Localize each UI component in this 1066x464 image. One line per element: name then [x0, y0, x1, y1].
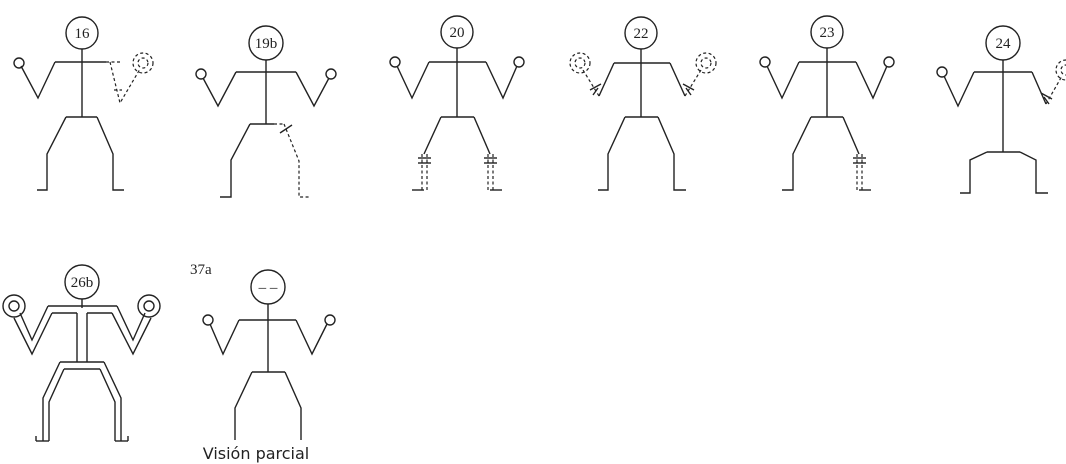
right-leg-dashed	[283, 123, 310, 198]
caption: Visión parcial	[203, 444, 310, 463]
right-hand-ring	[695, 52, 717, 74]
right-hand	[513, 56, 525, 68]
right-thigh	[842, 116, 860, 155]
right-hand-ring	[132, 52, 154, 74]
figure-label: 24	[996, 36, 1012, 52]
left-arm	[943, 71, 975, 108]
left-thigh	[423, 116, 442, 155]
left-leg	[42, 361, 61, 441]
left-hand	[195, 68, 207, 80]
right-forearm-dashed	[684, 69, 702, 97]
head-marks: – –	[258, 280, 278, 296]
figure-26b: 26b	[2, 264, 161, 442]
figure-20: 20	[389, 15, 525, 191]
left-hand	[936, 66, 948, 78]
right-hand	[143, 300, 155, 312]
right-arm	[116, 305, 146, 342]
figure-22: 22	[569, 16, 717, 191]
left-hand	[13, 57, 25, 69]
left-hand	[8, 300, 20, 312]
left-arm	[20, 61, 56, 100]
right-hand	[883, 56, 895, 68]
left-arm	[209, 319, 240, 356]
left-leg	[234, 371, 253, 440]
left-leg	[37, 116, 67, 191]
figure-label: 37a	[190, 262, 212, 278]
right-hand	[325, 68, 337, 80]
figure-24: 24	[936, 25, 1066, 194]
right-hand-ring	[1055, 59, 1066, 81]
right-forearm-dashed	[1045, 75, 1063, 105]
left-forearm-dashed	[582, 69, 600, 97]
left-upper-arm	[598, 62, 615, 97]
left-leg	[220, 123, 251, 198]
right-leg	[96, 116, 124, 191]
figure-label: 19b	[255, 36, 278, 52]
figure-label: 23	[820, 25, 835, 41]
right-hand	[700, 57, 712, 69]
figure-label: 16	[75, 26, 91, 42]
right-hand	[1060, 64, 1066, 76]
right-thigh	[473, 116, 491, 155]
left-hand	[759, 56, 771, 68]
right-upper-arm	[1031, 71, 1047, 105]
right-hand-ring	[137, 294, 161, 318]
left-arm	[19, 305, 49, 342]
figure-19b: 19b	[195, 25, 337, 198]
right-arm	[485, 61, 518, 100]
left-arm	[202, 71, 237, 108]
left-hand-ring	[2, 294, 26, 318]
left-hand	[202, 314, 214, 326]
right-arm	[295, 319, 328, 356]
right-leg	[657, 116, 686, 191]
left-hand-ring	[569, 52, 591, 74]
left-leg	[598, 116, 626, 191]
left-hand	[574, 57, 586, 69]
figure-37a: 37a – – Visión parcial	[190, 262, 336, 463]
right-arm-dashed	[109, 61, 141, 105]
left-hand	[389, 56, 401, 68]
right-hand	[324, 314, 336, 326]
left-arm	[396, 61, 430, 100]
figure-label: 20	[450, 25, 465, 41]
right-arm	[855, 61, 888, 100]
right-hand	[137, 57, 149, 69]
figure-16: 16	[13, 16, 154, 191]
right-leg	[103, 361, 122, 441]
right-leg	[1019, 151, 1048, 194]
figure-label: 22	[634, 26, 649, 42]
right-arm	[295, 71, 330, 108]
figure-label: 26b	[71, 275, 94, 291]
right-leg	[284, 371, 302, 440]
left-leg	[960, 151, 988, 194]
left-arm	[766, 61, 800, 100]
right-upper-arm	[669, 62, 686, 97]
figure-23: 23	[759, 15, 895, 191]
left-leg	[782, 116, 812, 191]
